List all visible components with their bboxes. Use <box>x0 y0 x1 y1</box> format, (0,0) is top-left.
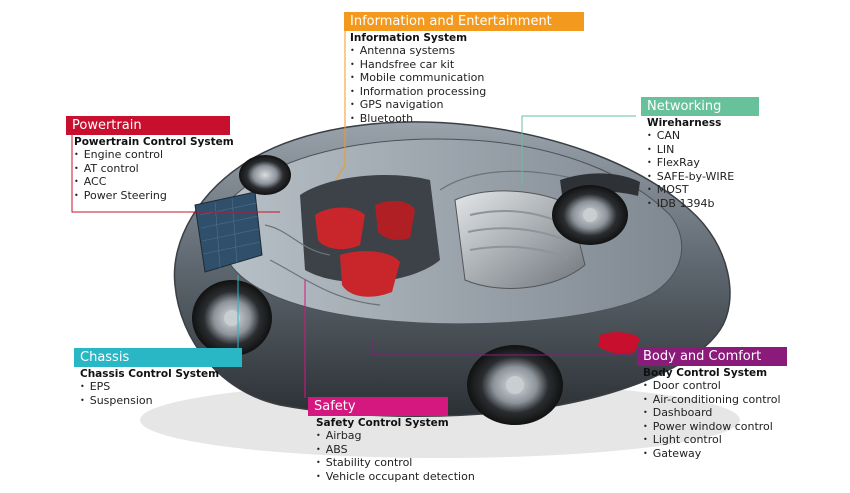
list-item: EPS <box>80 380 242 394</box>
callout-body-heading: Body and Comfort <box>637 347 787 366</box>
list-item: Door control <box>643 379 787 393</box>
list-item: Airbag <box>316 429 475 443</box>
list-item: Bluetooth <box>350 112 584 126</box>
callout-body: Body and Comfort Body Control System Doo… <box>637 347 787 460</box>
list-item: Information processing <box>350 85 584 99</box>
list-item: Antenna systems <box>350 44 584 58</box>
callout-networking-list: CAN LIN FlexRay SAFE-by-WIRE MOST IDB 13… <box>647 129 759 210</box>
list-item: Mobile communication <box>350 71 584 85</box>
callout-info-heading: Information and Entertainment <box>344 12 584 31</box>
list-item: FlexRay <box>647 156 759 170</box>
callout-chassis-heading: Chassis <box>74 348 242 367</box>
list-item: Engine control <box>74 148 234 162</box>
list-item: CAN <box>647 129 759 143</box>
list-item: Vehicle occupant detection <box>316 470 475 484</box>
callout-powertrain-list: Engine control AT control ACC Power Stee… <box>74 148 234 202</box>
list-item: Handsfree car kit <box>350 58 584 72</box>
list-item: Light control <box>643 433 787 447</box>
list-item: GPS navigation <box>350 98 584 112</box>
callout-body-list: Door control Air-conditioning control Da… <box>643 379 787 460</box>
callout-networking-subheading: Wireharness <box>647 117 722 129</box>
callout-safety: Safety Safety Control System Airbag ABS … <box>308 397 475 483</box>
list-item: Stability control <box>316 456 475 470</box>
callout-networking-heading: Networking <box>641 97 759 116</box>
callout-info-list: Antenna systems Handsfree car kit Mobile… <box>350 44 584 125</box>
list-item: Dashboard <box>643 406 787 420</box>
list-item: Suspension <box>80 394 242 408</box>
callout-safety-list: Airbag ABS Stability control Vehicle occ… <box>316 429 475 483</box>
list-item: Air-conditioning control <box>643 393 787 407</box>
list-item: Power window control <box>643 420 787 434</box>
leader-line-body <box>371 340 636 356</box>
list-item: IDB 1394b <box>647 197 759 211</box>
list-item: Gateway <box>643 447 787 461</box>
callout-chassis-list: EPS Suspension <box>80 380 242 407</box>
callout-safety-subheading: Safety Control System <box>316 417 449 429</box>
callout-powertrain-subheading: Powertrain Control System <box>74 136 234 148</box>
callout-body-subheading: Body Control System <box>643 367 768 379</box>
list-item: MOST <box>647 183 759 197</box>
list-item: AT control <box>74 162 234 176</box>
list-item: LIN <box>647 143 759 157</box>
list-item: ABS <box>316 443 475 457</box>
callout-powertrain-heading: Powertrain <box>66 116 230 135</box>
callout-info-subheading: Information System <box>350 32 468 44</box>
list-item: ACC <box>74 175 234 189</box>
callout-networking: Networking Wireharness CAN LIN FlexRay S… <box>641 97 759 210</box>
callout-info: Information and Entertainment Informatio… <box>344 12 584 125</box>
leader-line-networking <box>521 115 636 185</box>
callout-chassis-subheading: Chassis Control System <box>80 368 220 380</box>
callout-powertrain: Powertrain Powertrain Control System Eng… <box>66 116 234 202</box>
leader-line-powertrain <box>71 130 280 213</box>
callout-chassis: Chassis Chassis Control System EPS Suspe… <box>74 348 242 407</box>
leader-line-info <box>335 20 346 181</box>
list-item: SAFE-by-WIRE <box>647 170 759 184</box>
callout-safety-heading: Safety <box>308 397 448 416</box>
list-item: Power Steering <box>74 189 234 203</box>
